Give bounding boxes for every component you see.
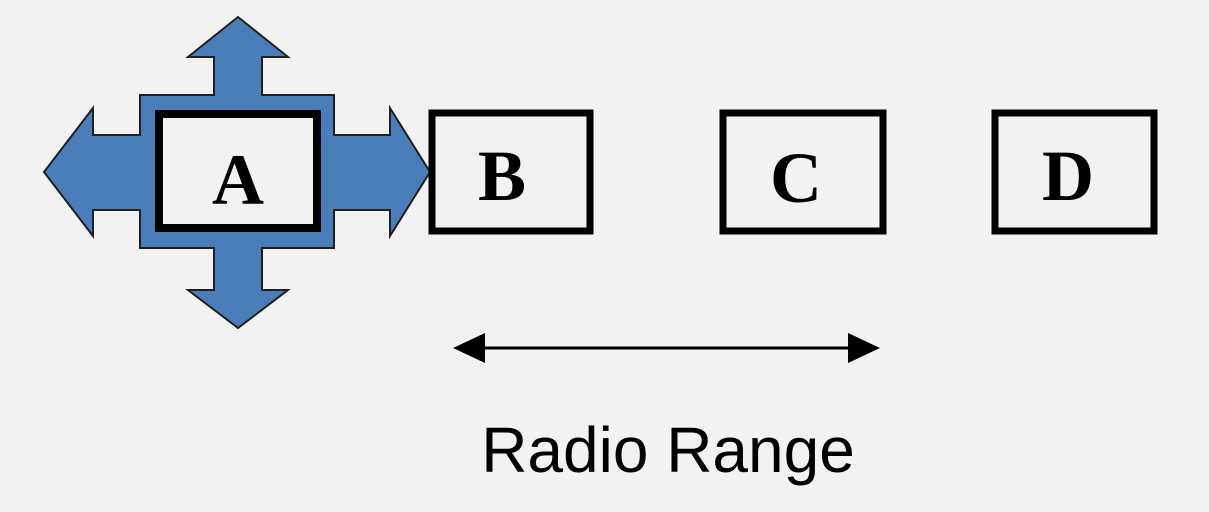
node-c: C bbox=[719, 109, 887, 235]
node-b-label: B bbox=[478, 136, 526, 216]
node-b: B bbox=[428, 109, 594, 235]
double-headed-arrow-icon bbox=[453, 333, 880, 363]
node-c-label: C bbox=[770, 138, 822, 218]
node-d-label: D bbox=[1042, 136, 1094, 216]
node-a-label: A bbox=[212, 140, 264, 220]
node-d: D bbox=[991, 109, 1158, 235]
radio-range-label: Radio Range bbox=[481, 414, 855, 486]
node-a: A bbox=[155, 110, 321, 232]
